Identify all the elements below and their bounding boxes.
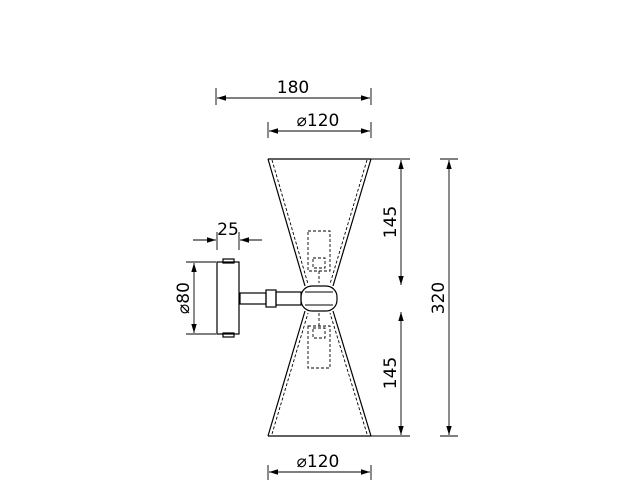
dimension-wall-plate-depth: 25: [193, 220, 262, 250]
lower-shade-height-label: 145: [381, 357, 401, 389]
total-width-label: 180: [277, 78, 309, 98]
upper-shade: [267, 158, 372, 287]
top-shade-diameter-label: ⌀120: [297, 111, 340, 131]
upper-bulb: [307, 230, 331, 283]
wall-plate: [216, 258, 240, 338]
dimension-upper-shade-height: 145: [371, 158, 410, 285]
lower-bulb: [307, 313, 331, 369]
wall-plate-diameter-label: ⌀80: [174, 282, 194, 314]
wall-plate-depth-label: 25: [217, 220, 239, 240]
central-joint: [300, 285, 338, 312]
upper-shade-height-label: 145: [381, 206, 401, 238]
lamp-arm: [239, 289, 302, 308]
total-height-label: 320: [429, 282, 449, 314]
bottom-shade-diameter-label: ⌀120: [297, 452, 340, 472]
dimension-total-width: 180: [215, 78, 372, 105]
dimension-wall-plate-diameter: ⌀80: [174, 261, 216, 335]
dimension-total-height: 320: [429, 158, 458, 437]
lower-shade: [267, 310, 372, 437]
dimension-top-shade-diameter: ⌀120: [267, 111, 372, 138]
dimension-lower-shade-height: 145: [371, 312, 410, 437]
dimension-bottom-shade-diameter: ⌀120: [267, 452, 372, 480]
